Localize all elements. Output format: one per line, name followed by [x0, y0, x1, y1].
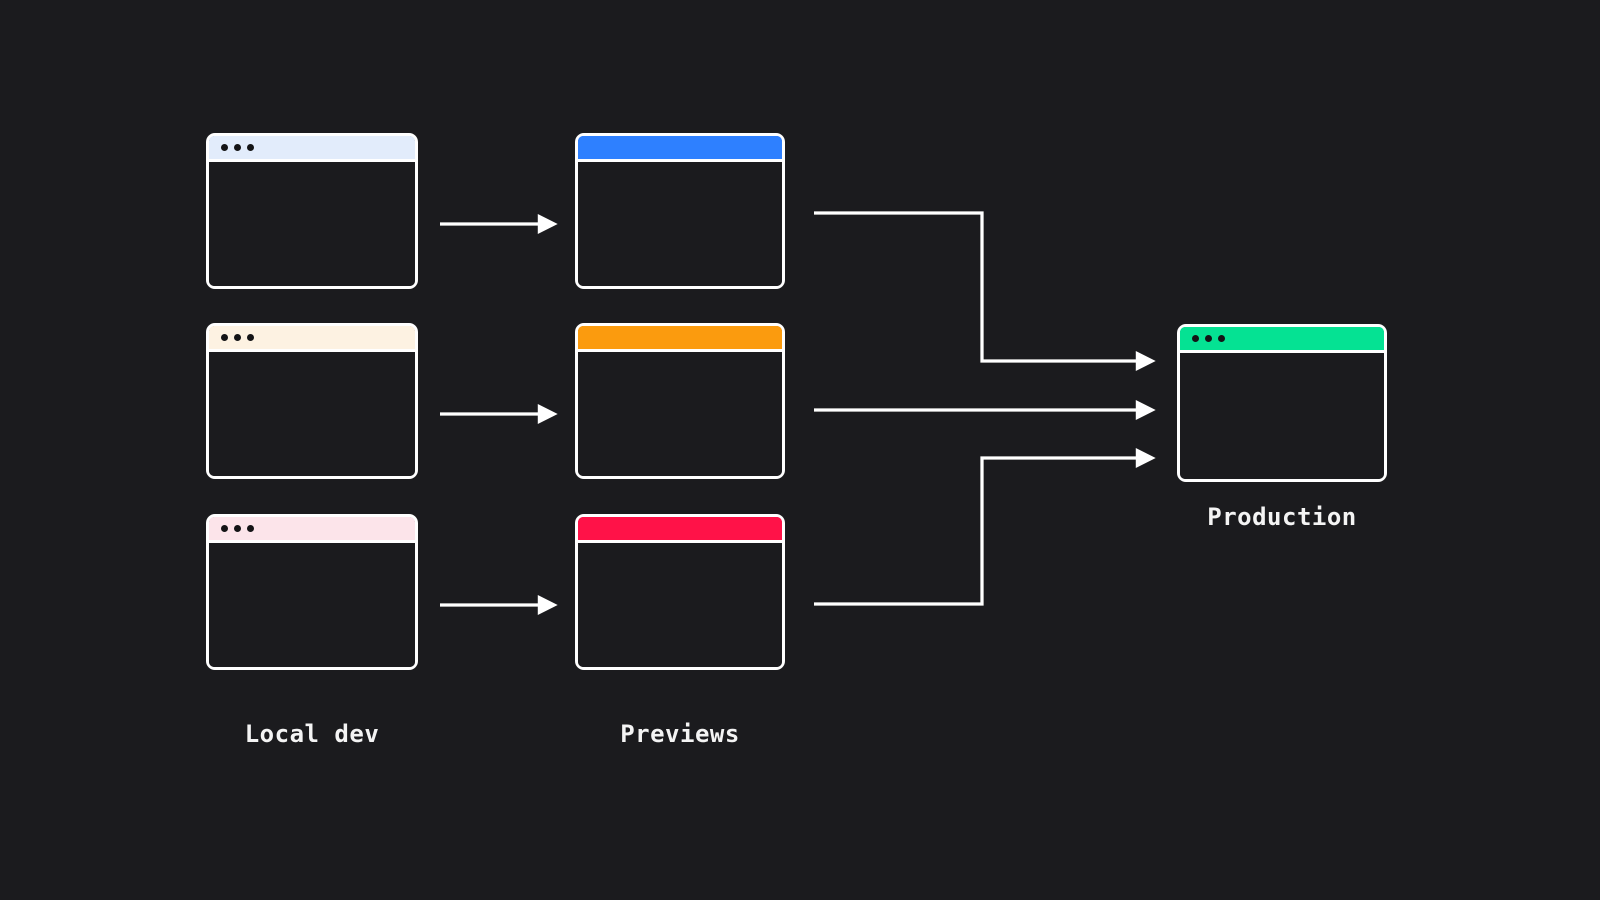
window-titlebar: [578, 326, 782, 352]
window-control-dot: [234, 334, 241, 341]
window-control-dot: [1192, 335, 1199, 342]
window-control-dot: [221, 334, 228, 341]
browser-window-preview-2: [575, 323, 785, 479]
window-titlebar: [578, 517, 782, 543]
window-titlebar: [209, 517, 415, 543]
window-body: [209, 543, 415, 667]
stage-label-production: Production: [1207, 503, 1357, 531]
window-body: [209, 162, 415, 286]
window-control-dot: [221, 525, 228, 532]
browser-window-local-dev-2: [206, 323, 418, 479]
window-control-dot: [234, 525, 241, 532]
window-control-dot: [1205, 335, 1212, 342]
browser-window-local-dev-1: [206, 133, 418, 289]
browser-window-preview-1: [575, 133, 785, 289]
browser-window-production: [1177, 324, 1387, 482]
window-control-dot: [247, 334, 254, 341]
window-control-dot: [1218, 335, 1225, 342]
browser-window-preview-3: [575, 514, 785, 670]
window-titlebar: [1180, 327, 1384, 353]
window-control-dot: [234, 144, 241, 151]
window-titlebar: [209, 136, 415, 162]
window-body: [578, 352, 782, 476]
window-body: [578, 162, 782, 286]
window-control-dot: [221, 144, 228, 151]
stage-label-previews: Previews: [620, 720, 740, 748]
window-titlebar: [209, 326, 415, 352]
window-titlebar: [578, 136, 782, 162]
window-control-dot: [247, 525, 254, 532]
window-body: [578, 543, 782, 667]
arrow-preview1-to-production: [814, 211, 1156, 371]
window-control-dot: [247, 144, 254, 151]
window-body: [209, 352, 415, 476]
browser-window-local-dev-3: [206, 514, 418, 670]
stage-label-local-dev: Local dev: [244, 720, 380, 748]
window-body: [1180, 353, 1384, 479]
arrow-preview3-to-production: [814, 448, 1156, 606]
